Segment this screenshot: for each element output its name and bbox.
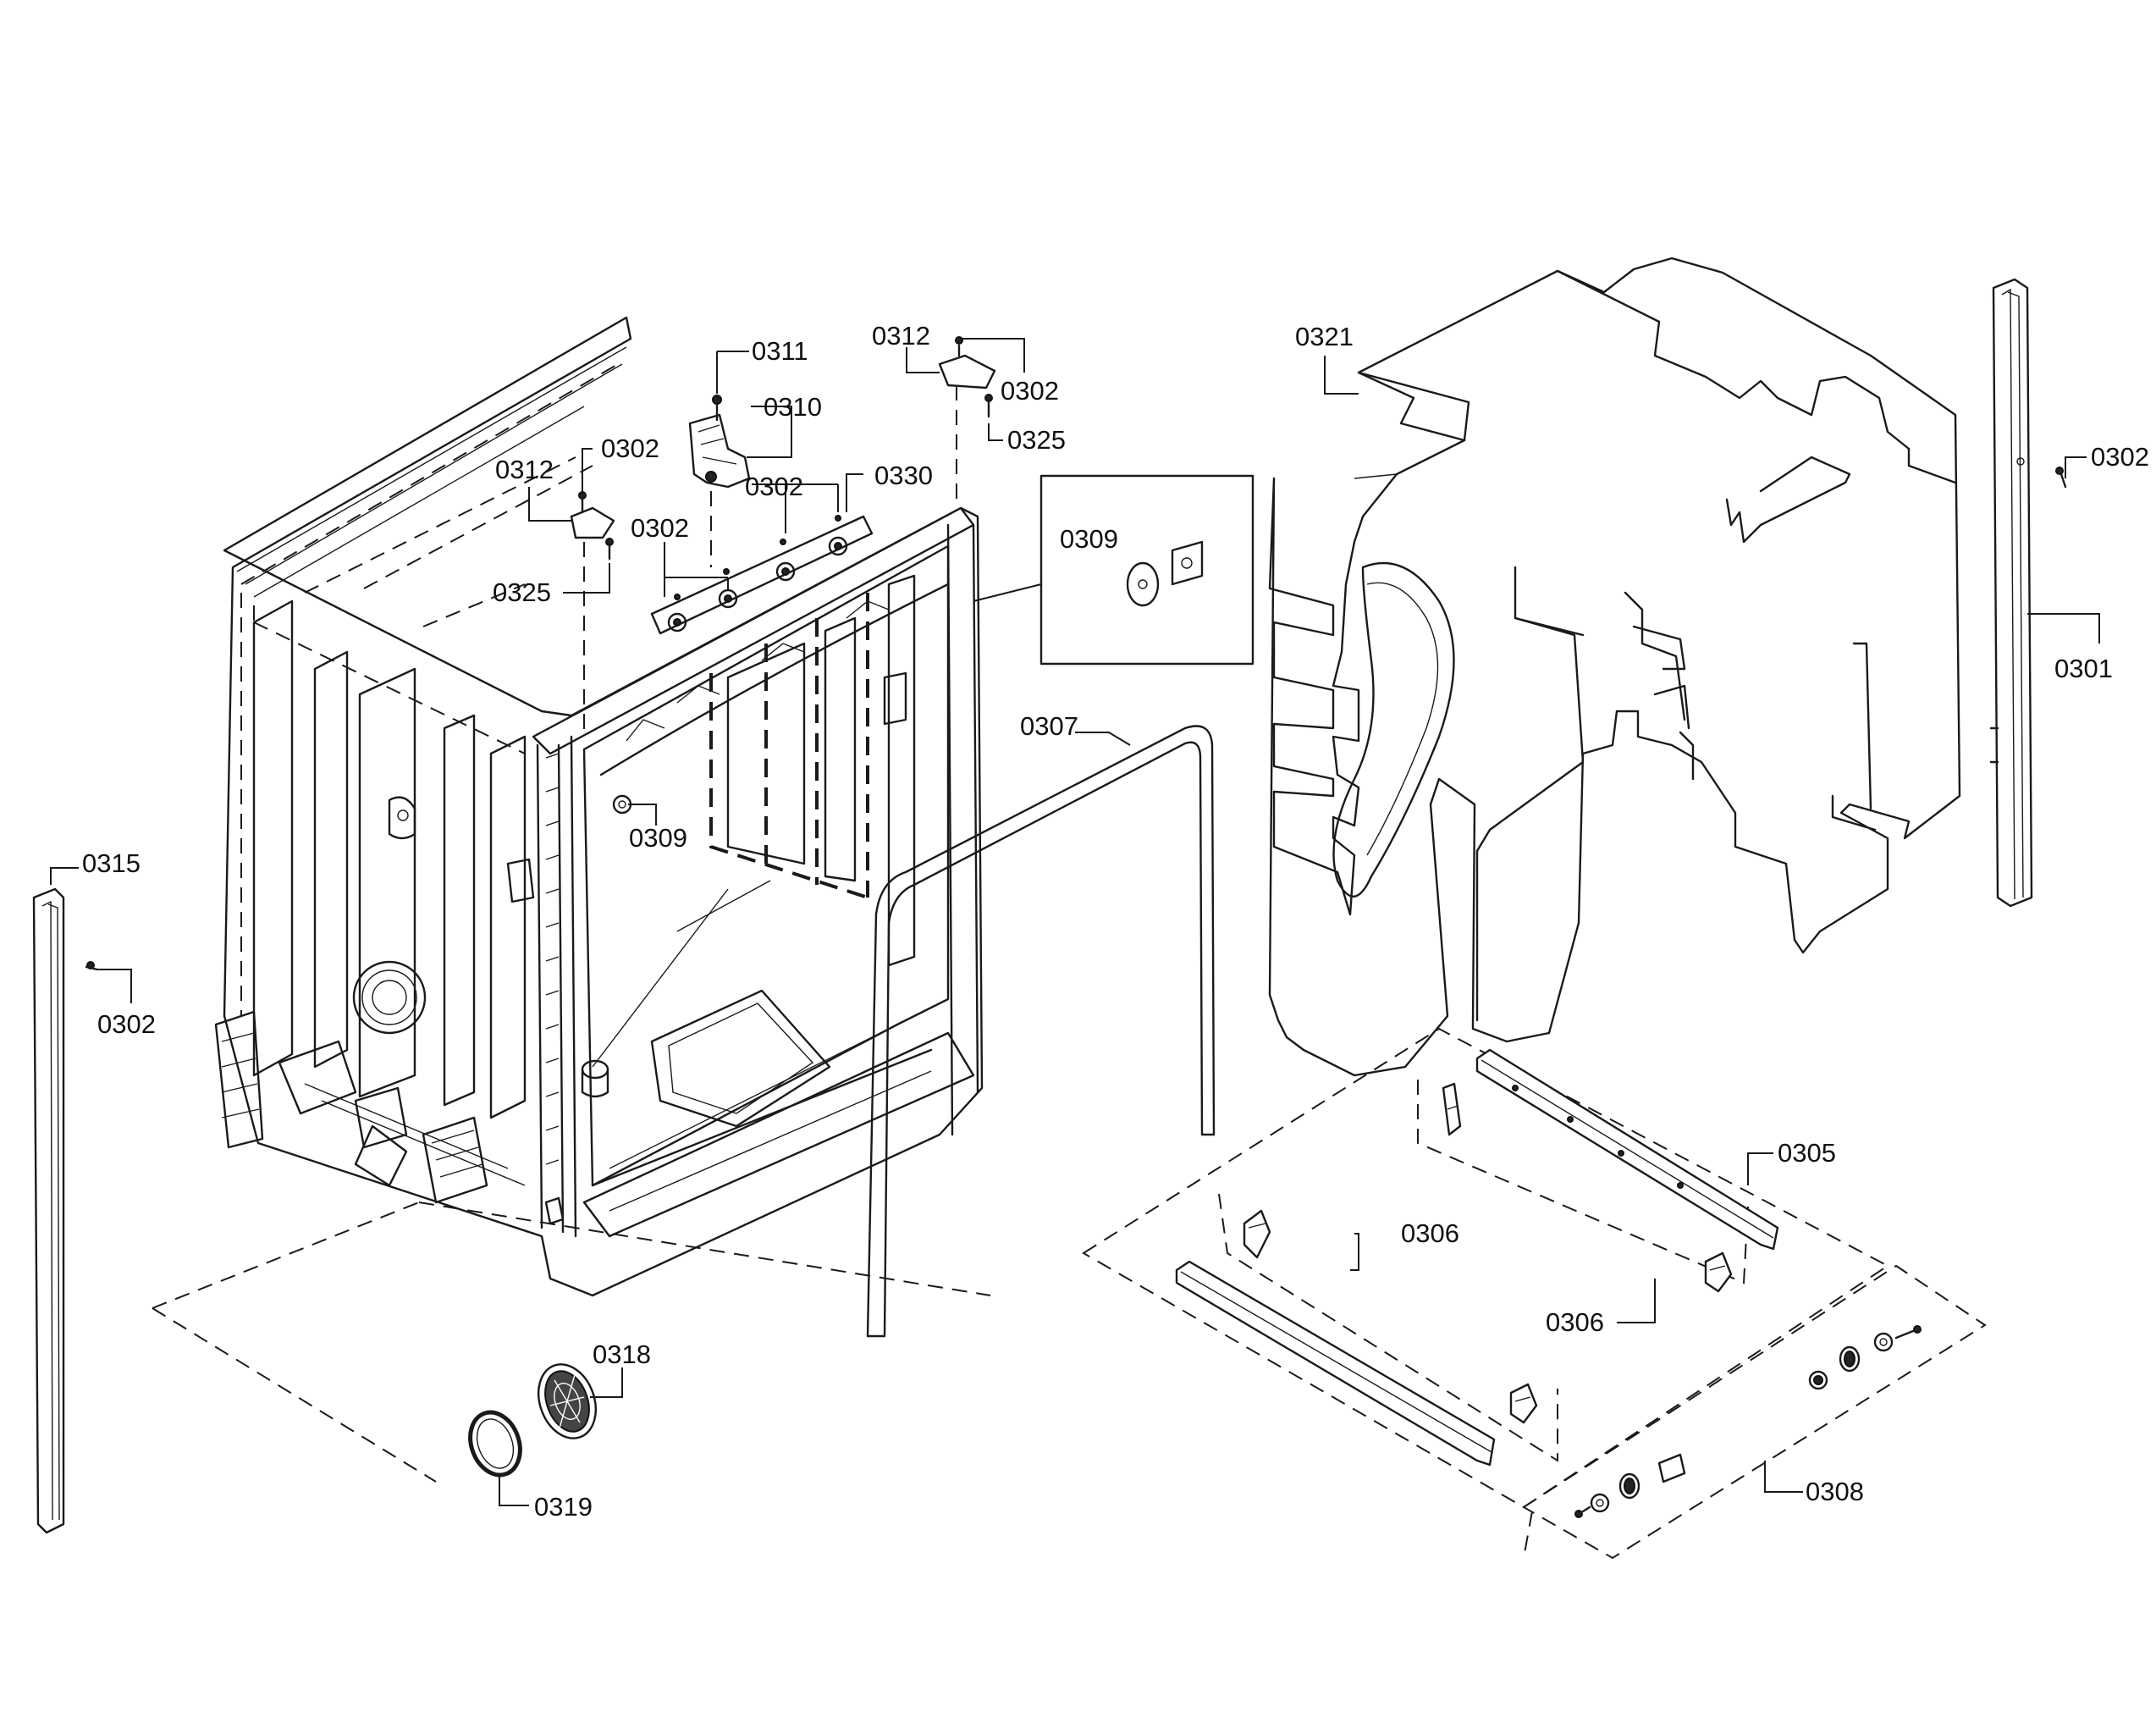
label-0301: 0301 [2054,654,2113,683]
tub-assembly [214,316,984,1297]
label-0309-tub: 0309 [629,823,687,853]
door-seal-0307 [866,725,1216,1338]
label-0302-far-right: 0302 [2091,442,2149,472]
bracket-0330 [650,515,874,635]
label-0302-mid: 0302 [631,513,689,543]
label-0305: 0305 [1778,1138,1836,1168]
label-0312-right: 0312 [872,321,930,351]
inset-seal-0309 [973,474,1254,666]
label-0321: 0321 [1295,322,1354,351]
label-0325-right: 0325 [1007,425,1066,455]
label-0319: 0319 [534,1492,593,1522]
sump-cap-0318 [152,1201,991,1483]
label-0318: 0318 [593,1340,651,1369]
side-strip-left-0315 [32,887,99,1534]
sump-seal-0319 [468,1410,522,1478]
label-0302-left-hinge: 0302 [601,434,659,463]
label-0302-bracket: 0302 [745,472,803,501]
label-0308: 0308 [1806,1477,1864,1506]
hinge-plate-left-0312 [570,491,615,561]
label-0312-left: 0312 [495,455,554,484]
label-0330: 0330 [874,461,933,490]
hinge-0310 [688,395,751,489]
leader-lines [50,338,2100,1506]
side-strip-right-0301 [1989,278,2067,908]
label-0311: 0311 [752,336,808,366]
label-0306-b: 0306 [1546,1307,1604,1337]
callout-labels: 0311 0310 0312 0302 0325 0302 0302 0330 … [82,321,2149,1522]
label-0307: 0307 [1020,711,1078,741]
label-0309-inset: 0309 [1060,524,1118,554]
label-0306-a: 0306 [1401,1218,1459,1248]
label-0325-left: 0325 [493,577,551,607]
hinge-plate-right-0312 [938,336,996,418]
insulation-blanket-0321 [1268,257,1961,1077]
base-rails [1082,1027,1987,1560]
label-0310: 0310 [764,392,822,422]
label-0302-left-strip: 0302 [97,1009,156,1039]
label-0315: 0315 [82,848,141,878]
label-0302-right-hinge: 0302 [1001,376,1059,406]
